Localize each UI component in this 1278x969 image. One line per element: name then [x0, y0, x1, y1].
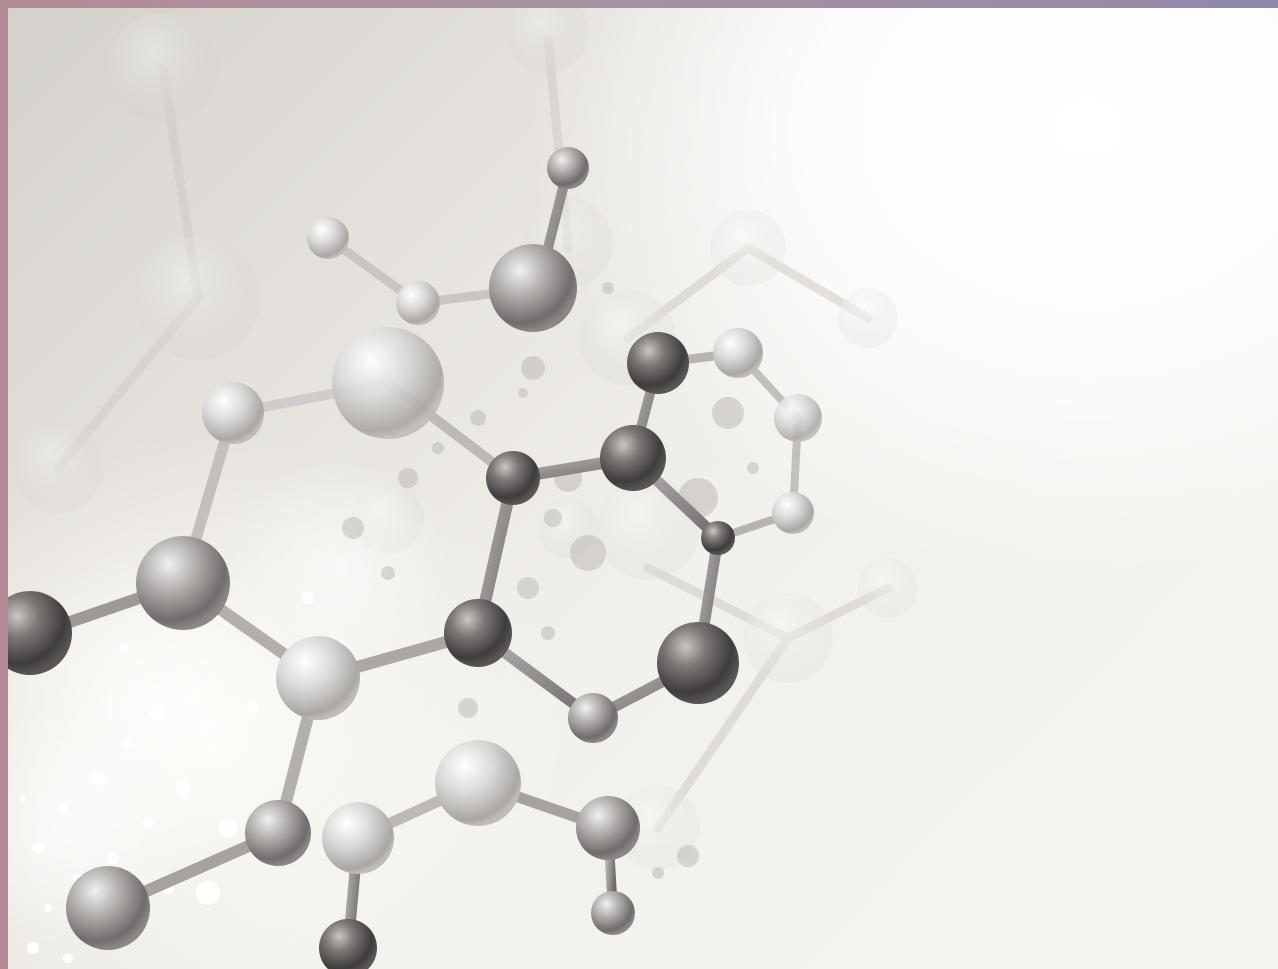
- atom: [591, 891, 635, 935]
- atom: [202, 382, 264, 444]
- atom: [435, 740, 521, 826]
- atom: [772, 492, 814, 534]
- atom: [307, 217, 349, 259]
- atom: [136, 536, 230, 630]
- atom: [600, 425, 666, 491]
- molecule-illustration: [8, 8, 1278, 969]
- molecule-atoms: [8, 147, 822, 969]
- atom: [66, 866, 150, 950]
- atom: [396, 281, 440, 325]
- atom: [8, 591, 72, 675]
- atom: [701, 521, 735, 555]
- atom: [568, 693, 618, 743]
- atom: [486, 451, 540, 505]
- atom: [319, 919, 377, 969]
- atom: [444, 599, 512, 667]
- atom: [627, 332, 689, 394]
- atom: [657, 622, 739, 704]
- atom: [332, 327, 444, 439]
- atom: [713, 328, 763, 378]
- atom: [245, 800, 311, 866]
- molecule-svg: [8, 8, 918, 969]
- atom: [322, 802, 394, 874]
- atom: [576, 796, 640, 860]
- atom: [547, 147, 589, 189]
- atom: [276, 636, 360, 720]
- atom: [489, 244, 577, 332]
- atom: [774, 394, 822, 442]
- background-ghost-molecule: [13, 8, 918, 870]
